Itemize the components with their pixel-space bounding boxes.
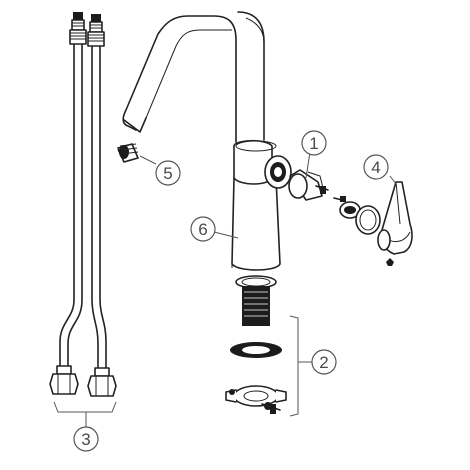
callout-4: 4 [363, 154, 389, 180]
hose-right-bottom-nut [87, 367, 117, 397]
faucet-spout [122, 11, 265, 143]
mounting-kit [225, 315, 312, 417]
hose-left-bottom-nut [49, 365, 79, 395]
hose-left-tube [59, 43, 83, 371]
svg-text:3: 3 [81, 430, 90, 449]
mounting-shank [235, 275, 277, 326]
callout-1: 1 [301, 130, 327, 156]
leader-6 [213, 231, 239, 239]
retaining-nut [339, 201, 361, 219]
cover-cap [355, 205, 381, 235]
svg-text:6: 6 [198, 220, 207, 239]
hose-left-top-connector [69, 12, 87, 45]
leader-1 [305, 151, 311, 179]
mounting-kit-bracket [289, 315, 299, 417]
set-screw [333, 196, 346, 202]
lever-handle [377, 175, 413, 266]
svg-text:2: 2 [319, 353, 328, 372]
faucet-body [231, 139, 292, 271]
svg-text:1: 1 [309, 134, 318, 153]
cartridge [288, 151, 329, 201]
svg-text:5: 5 [163, 164, 172, 183]
callout-3: 3 [73, 426, 99, 452]
callout-6: 6 [190, 216, 216, 242]
mounting-bracket [225, 385, 287, 414]
aerator [117, 143, 157, 165]
svg-text:4: 4 [371, 158, 380, 177]
leader-5 [139, 155, 157, 165]
callout-5: 5 [155, 160, 181, 186]
rubber-gasket [230, 342, 282, 358]
hose-right-tube [91, 45, 107, 373]
leader-4 [389, 175, 397, 185]
callout-2: 2 [311, 349, 337, 375]
flexible-hoses [49, 12, 117, 428]
hose-right-top-connector [87, 14, 105, 47]
hose-bracket-line [53, 401, 117, 413]
